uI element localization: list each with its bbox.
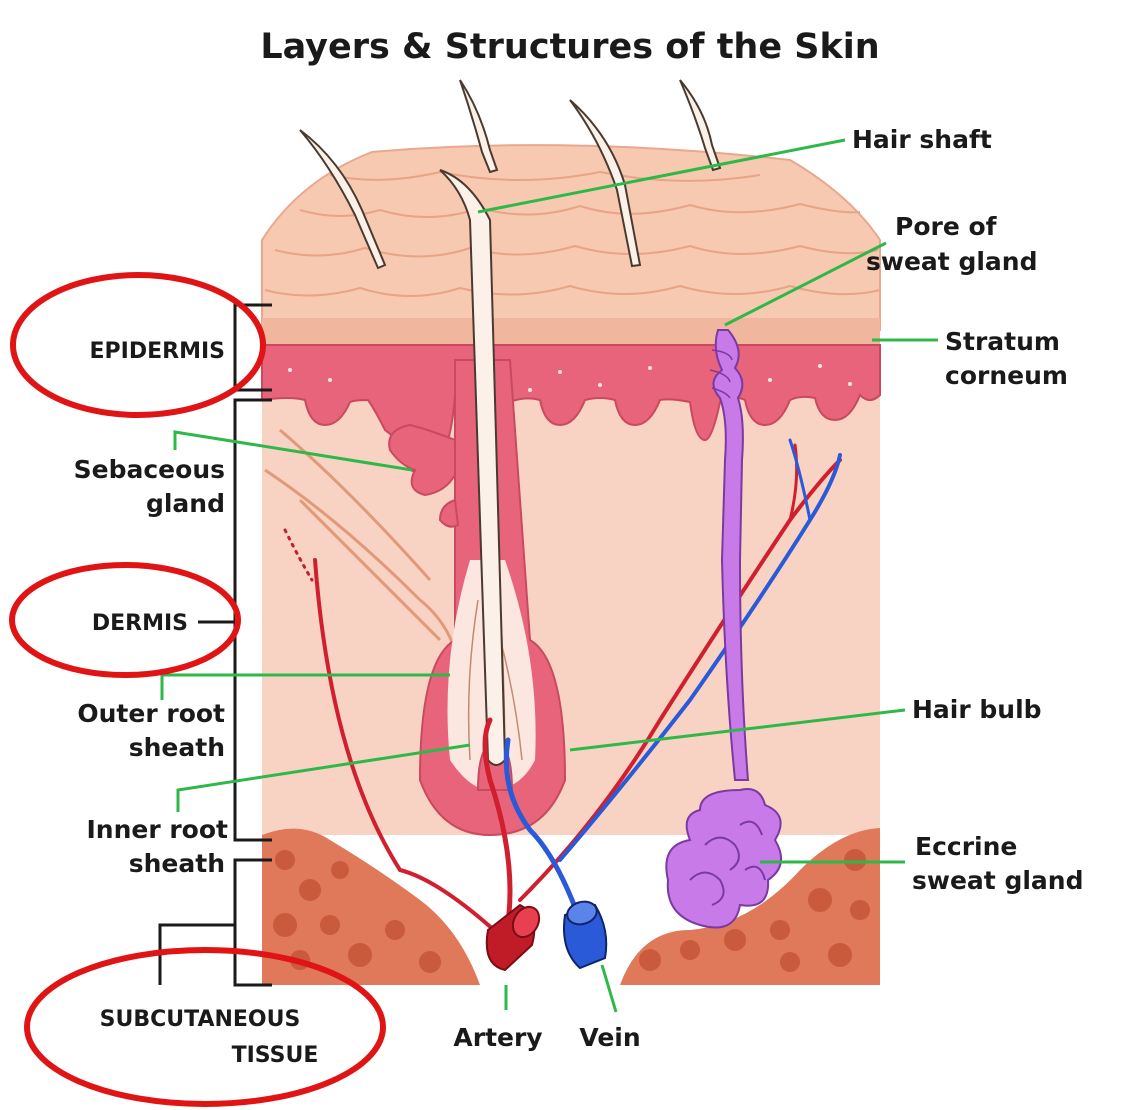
label-pore-line2: sweat gland [866,247,1037,276]
label-hair-shaft: Hair shaft [852,125,992,154]
label-inner-root-line1: Inner root [86,815,228,844]
subcut-tick [160,925,235,985]
label-eccrine-line1: Eccrine [915,832,1017,861]
label-stratum-line1: Stratum [945,327,1060,356]
label-outer-root-line2: sheath [129,733,225,762]
label-stratum-line2: corneum [945,361,1068,390]
label-hair-bulb: Hair bulb [912,695,1042,724]
label-subcutaneous-line2: TISSUE [232,1043,319,1068]
label-inner-root-line2: sheath [129,849,225,878]
pointer-vein [602,965,616,1012]
vein-cut-end [564,898,606,968]
skin-surface [262,145,880,330]
layer-brackets [160,305,272,985]
label-subcutaneous-line1: SUBCUTANEOUS [100,1007,301,1032]
label-sebaceous-line2: gland [146,489,225,518]
label-outer-root-line1: Outer root [77,699,225,728]
skin-block [262,145,880,985]
label-sebaceous-line1: Sebaceous [74,455,225,484]
label-pore-line1: Pore of [895,212,998,241]
label-dermis: DERMIS [92,611,188,636]
label-epidermis: EPIDERMIS [90,339,226,364]
diagram-title: Layers & Structures of the Skin [260,27,879,67]
label-artery: Artery [453,1023,542,1052]
label-vein: Vein [579,1023,640,1052]
artery-cut-end [487,902,545,970]
label-eccrine-line2: sweat gland [912,866,1083,895]
